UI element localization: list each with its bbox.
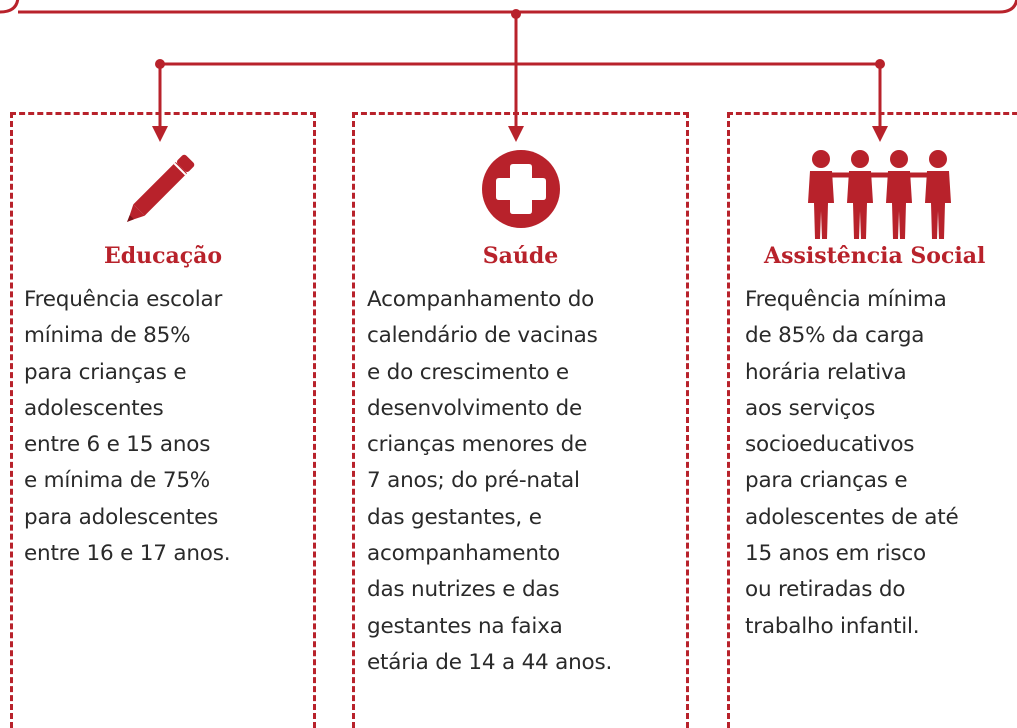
column-description: Frequência mínima de 85% da carga horári… bbox=[745, 287, 959, 639]
card-saude: Saúde Acompanhamento do calendário de va… bbox=[352, 112, 689, 728]
column-title: Educação bbox=[103, 243, 223, 269]
arrow-center bbox=[508, 126, 524, 142]
column-description: Frequência escolar mínima de 85% para cr… bbox=[24, 287, 231, 567]
card-educacao: Educação Frequência escolar mínima de 85… bbox=[10, 112, 316, 728]
people-group-icon bbox=[730, 131, 1017, 241]
arrow-right bbox=[872, 126, 888, 142]
pencil-icon bbox=[13, 131, 313, 241]
column-description: Acompanhamento do calendário de vacinas … bbox=[367, 287, 613, 675]
column-title: Saúde bbox=[482, 243, 559, 269]
column-title: Assistência Social bbox=[764, 243, 986, 269]
top-frame-line bbox=[0, 0, 1017, 14]
medical-cross-icon bbox=[355, 131, 686, 241]
card-assistencia: Assistência Social Frequência mínima de … bbox=[727, 112, 1017, 728]
arrow-left bbox=[152, 126, 168, 142]
trunk-dot bbox=[511, 9, 521, 19]
